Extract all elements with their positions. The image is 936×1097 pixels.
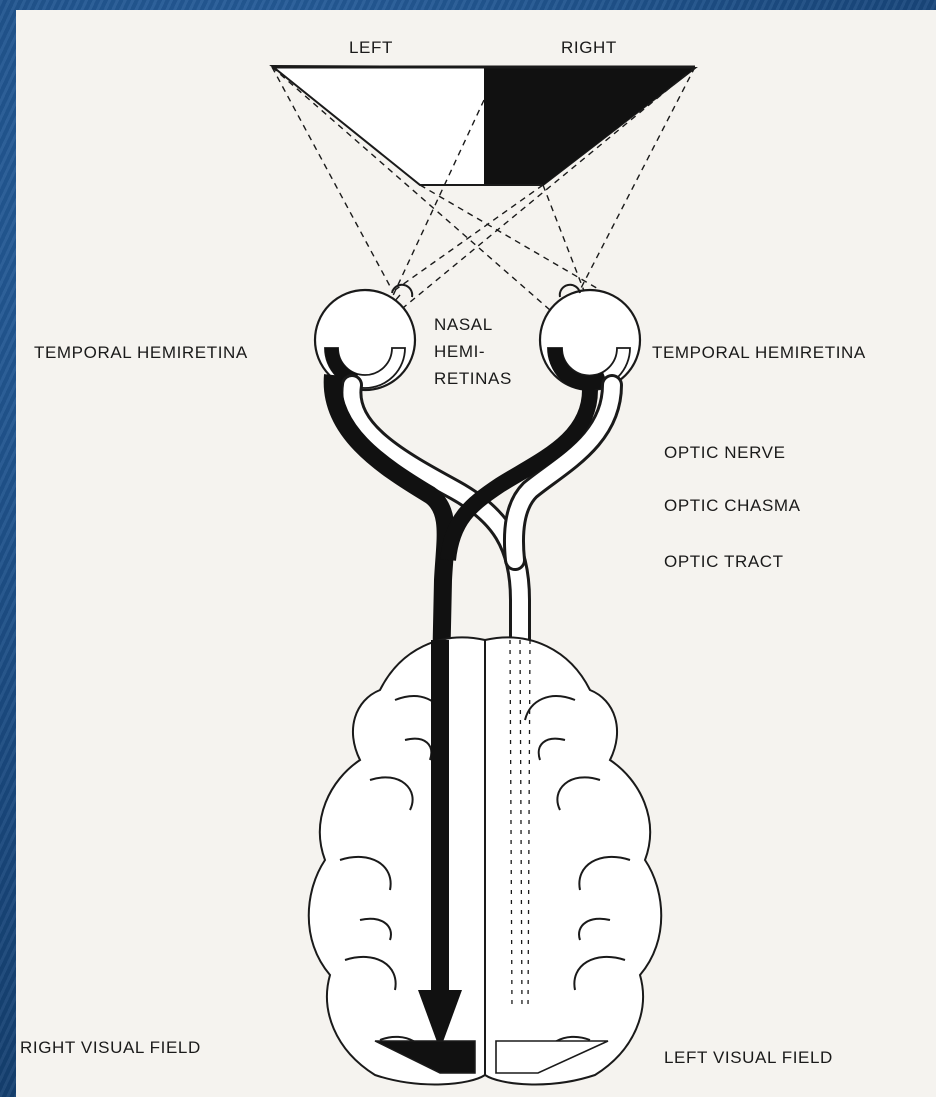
visual-field bbox=[272, 66, 695, 185]
label-temporal-hemiretina-right: TEMPORAL HEMIRETINA bbox=[652, 343, 866, 362]
label-right: RIGHT bbox=[561, 38, 617, 57]
label-optic-chiasm: OPTIC CHASMA bbox=[664, 496, 801, 515]
label-left: LEFT bbox=[349, 38, 393, 57]
label-nasal-line1: NASAL bbox=[434, 315, 493, 334]
ray-bottom-right bbox=[395, 185, 543, 290]
arrow-shaft bbox=[431, 640, 449, 995]
brain bbox=[309, 637, 662, 1084]
ray-bottom-left bbox=[420, 185, 600, 290]
label-nasal-line3: RETINAS bbox=[434, 369, 512, 388]
label-right-visual-field: RIGHT VISUAL FIELD bbox=[20, 1038, 201, 1057]
left-hemisphere bbox=[309, 637, 485, 1084]
fixation-block bbox=[485, 72, 543, 140]
label-optic-tract: OPTIC TRACT bbox=[664, 552, 784, 571]
left-eye bbox=[315, 285, 415, 390]
label-temporal-hemiretina-left: TEMPORAL HEMIRETINA bbox=[34, 343, 248, 362]
label-left-visual-field: LEFT VISUAL FIELD bbox=[664, 1048, 833, 1067]
label-nasal-line2: HEMI- bbox=[434, 342, 485, 361]
label-optic-nerve: OPTIC NERVE bbox=[664, 443, 786, 462]
right-eye bbox=[540, 285, 640, 391]
